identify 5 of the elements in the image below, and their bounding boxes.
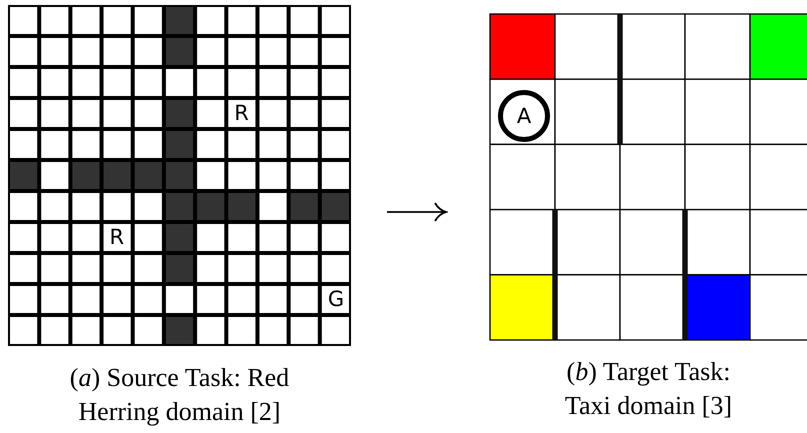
cell-letter: R [110, 227, 124, 248]
figure-caption: (a) Source Task: Red Herring domain [2] [68, 362, 290, 428]
figure-caption: (b) Target Task: Taxi domain [3] [564, 356, 734, 422]
cell-letter: G [328, 289, 344, 310]
cell-letter: R [234, 103, 249, 124]
